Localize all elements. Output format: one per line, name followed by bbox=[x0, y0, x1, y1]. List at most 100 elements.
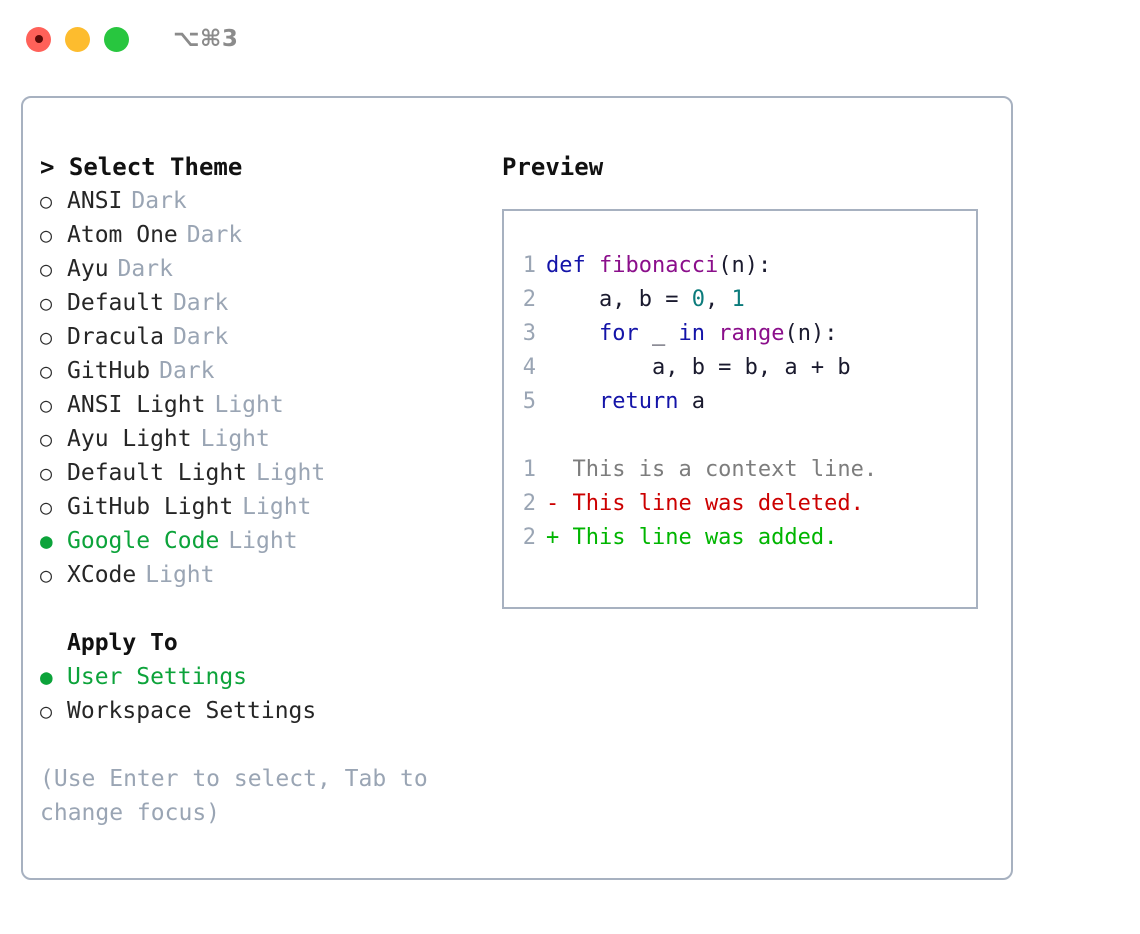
theme-option-label: Default bbox=[67, 290, 164, 316]
theme-variant-badge: Dark bbox=[172, 290, 229, 316]
radio-unselected-icon: ○ bbox=[40, 495, 53, 519]
code-token-pln bbox=[705, 321, 718, 346]
code-token-fn: range bbox=[718, 321, 785, 346]
line-number: 2 bbox=[522, 491, 536, 516]
line-number: 1 bbox=[522, 457, 536, 482]
minimize-window-button[interactable] bbox=[65, 26, 90, 52]
code-token-add: + This line was added. bbox=[546, 525, 838, 550]
theme-variant-badge: Dark bbox=[172, 324, 229, 350]
apply-to-marker-placeholder: ○ bbox=[40, 626, 67, 660]
theme-option-label: XCode bbox=[67, 562, 137, 588]
radio-unselected-icon: ○ bbox=[40, 563, 53, 587]
theme-option-github-light[interactable]: ○ GitHub Light Light bbox=[40, 490, 493, 524]
code-token-kw: def bbox=[546, 253, 599, 278]
line-number: 5 bbox=[522, 389, 536, 414]
select-theme-heading: > Select Theme bbox=[40, 153, 243, 181]
apply-to-heading: ○ Apply To bbox=[40, 626, 493, 660]
theme-variant-badge: Light bbox=[242, 494, 312, 520]
line-number: 4 bbox=[522, 355, 536, 380]
code-token-pln: , bbox=[704, 287, 732, 312]
code-token-pln: (n): bbox=[784, 321, 838, 346]
apply-to-option-user-settings[interactable]: ●User Settings bbox=[40, 660, 493, 694]
code-diff-spacer bbox=[504, 419, 976, 453]
diff-line: 2 - This line was deleted. bbox=[504, 487, 976, 521]
close-window-button[interactable] bbox=[26, 26, 51, 52]
code-token-ctx: This is a context line. bbox=[546, 457, 878, 482]
theme-option-label: Google Code bbox=[67, 528, 220, 554]
apply-to-label: Apply To bbox=[67, 630, 178, 656]
code-line-text: a, b = b, a + b bbox=[546, 351, 851, 385]
radio-unselected-icon: ○ bbox=[40, 189, 53, 213]
preview-heading: Preview bbox=[502, 153, 604, 181]
titlebar: ⌥⌘3 bbox=[0, 0, 1140, 78]
code-line: 4 a, b = b, a + b bbox=[504, 351, 976, 385]
theme-variant-badge: Dark bbox=[131, 188, 187, 214]
theme-option-label: Dracula bbox=[67, 324, 164, 350]
maximize-window-button[interactable] bbox=[104, 26, 129, 52]
apply-to-option-workspace-settings[interactable]: ○ Workspace Settings bbox=[40, 694, 493, 728]
code-line-text: for _ in range(n): bbox=[546, 317, 837, 351]
theme-variant-badge: Dark bbox=[186, 222, 243, 248]
diff-line: 2 + This line was added. bbox=[504, 521, 976, 555]
diff-sample: 1 This is a context line. 2 - This line wa… bbox=[504, 453, 976, 555]
theme-option-ansi-light[interactable]: ○ ANSI Light Light bbox=[40, 388, 493, 422]
apply-to-option-label: Workspace Settings bbox=[67, 698, 317, 724]
diff-line: 1 This is a context line. bbox=[504, 453, 976, 487]
line-number: 1 bbox=[522, 253, 536, 278]
code-line-text: a, b = 0, 1 bbox=[546, 283, 745, 317]
theme-variant-badge: Dark bbox=[159, 358, 215, 384]
code-line: 2 a, b = 0, 1 bbox=[504, 283, 976, 317]
apply-to-option-label: User Settings bbox=[67, 664, 248, 690]
radio-unselected-icon: ○ bbox=[40, 393, 53, 417]
line-number: 2 bbox=[522, 287, 536, 312]
theme-option-label: Ayu Light bbox=[67, 426, 192, 452]
theme-option-label: ANSI Light bbox=[67, 392, 206, 418]
theme-option-label: GitHub bbox=[67, 358, 151, 384]
code-token-pln: (n): bbox=[718, 253, 772, 278]
code-token-pln: a, b = b, a + b bbox=[546, 355, 851, 380]
theme-option-xcode[interactable]: ○ XCode Light bbox=[40, 558, 493, 592]
theme-variant-badge: Light bbox=[145, 562, 215, 588]
code-line-text: def fibonacci(n): bbox=[546, 249, 771, 283]
code-token-pln bbox=[546, 321, 599, 346]
code-token-del: - This line was deleted. bbox=[546, 491, 864, 516]
code-token-kw: for bbox=[598, 321, 639, 346]
theme-option-label: Default Light bbox=[67, 460, 248, 486]
code-token-pln: a bbox=[678, 389, 705, 414]
apply-to-list[interactable]: ●User Settings ○ Workspace Settings bbox=[40, 660, 493, 728]
code-line: 1 def fibonacci(n): bbox=[504, 249, 976, 283]
code-token-fn: fibonacci bbox=[598, 253, 719, 278]
theme-option-label: ANSI bbox=[67, 188, 123, 214]
code-line: 3 for _ in range(n): bbox=[504, 317, 976, 351]
theme-variant-badge: Light bbox=[214, 392, 284, 418]
code-token-kw: return bbox=[598, 389, 679, 414]
theme-option-label: Ayu bbox=[67, 256, 109, 282]
radio-selected-icon: ● bbox=[40, 529, 53, 553]
theme-option-ansi[interactable]: ○ ANSI Dark bbox=[40, 184, 493, 218]
radio-unselected-icon: ○ bbox=[40, 257, 53, 281]
traffic-lights bbox=[26, 26, 129, 52]
theme-option-label: Atom One bbox=[67, 222, 178, 248]
code-token-pln bbox=[546, 389, 599, 414]
theme-option-label: GitHub Light bbox=[67, 494, 234, 520]
code-token-pln: _ bbox=[638, 321, 679, 346]
radio-unselected-icon: ○ bbox=[40, 699, 53, 723]
code-token-num: 0 bbox=[691, 287, 705, 312]
line-number: 2 bbox=[522, 525, 536, 550]
code-line-text: return a bbox=[546, 385, 705, 419]
radio-unselected-icon: ○ bbox=[40, 427, 53, 451]
line-number: 3 bbox=[522, 321, 536, 346]
